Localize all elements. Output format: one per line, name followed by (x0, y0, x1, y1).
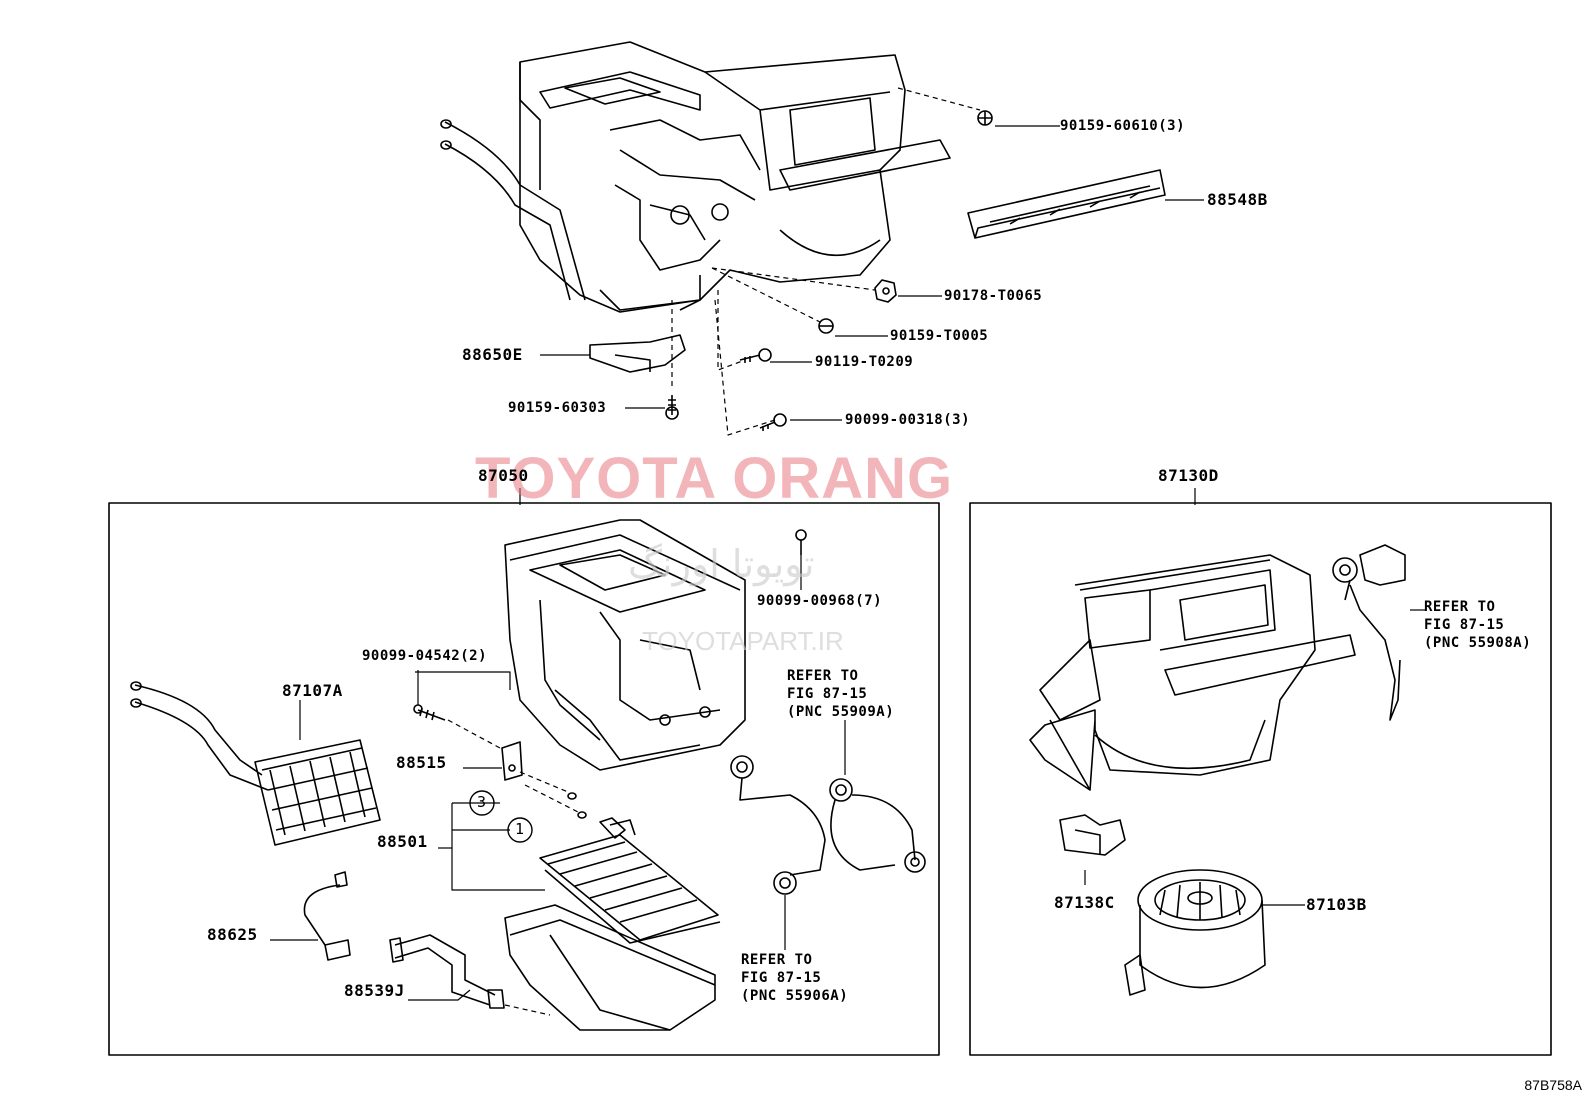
part-label-88625[interactable]: 88625 (207, 925, 258, 944)
part-label-88501[interactable]: 88501 (377, 832, 428, 851)
reference-55908A[interactable]: REFER TO FIG 87-15 (PNC 55908A) (1424, 599, 1532, 651)
part-label-90159-T0005[interactable]: 90159-T0005 (890, 328, 989, 344)
screw-90099-00968 (795, 529, 807, 590)
figure-id: 87B758A (1524, 1077, 1582, 1093)
part-label-90099-04542[interactable]: 90099-04542(2) (362, 648, 488, 664)
watermark-brand-fa: تویوتا اورنگ (628, 542, 815, 586)
drain-hose-88539J (389, 934, 505, 1009)
reference-55906A[interactable]: REFER TO FIG 87-15 (PNC 55906A) (741, 952, 849, 1004)
wiring-harness (730, 720, 926, 950)
evaporator-88501 (539, 817, 721, 944)
heater-case-87050 (504, 519, 746, 771)
frame-87130D (969, 502, 1552, 1056)
heater-core-87107A (130, 681, 381, 846)
expansion-valve-88515 (501, 741, 523, 781)
part-label-88650E[interactable]: 88650E (462, 345, 523, 364)
lower-case (504, 904, 716, 1031)
part-label-90178-T0065[interactable]: 90178-T0065 (944, 288, 1043, 304)
part-label-88548B[interactable]: 88548B (1207, 190, 1268, 209)
bolt-90099-00318 (759, 413, 787, 431)
watermark-brand: TOYOTA ORANG (475, 446, 954, 511)
resistor-87138C (1059, 814, 1126, 885)
callout-number-1: 1 (515, 820, 525, 838)
leader-lines-left (270, 671, 545, 1001)
part-label-87130D[interactable]: 87130D (1158, 466, 1219, 485)
part-label-87103B[interactable]: 87103B (1306, 895, 1367, 914)
part-label-90099-00968[interactable]: 90099-00968(7) (757, 593, 883, 609)
blower-motor-87103B (1124, 869, 1305, 996)
part-label-88515[interactable]: 88515 (396, 753, 447, 772)
sensor-88625 (303, 871, 351, 961)
screw-90159-60610 (977, 110, 993, 126)
bolt-90119-T0209 (739, 348, 772, 363)
part-label-90099-00318[interactable]: 90099-00318(3) (845, 412, 971, 428)
bolt-90099-04542 (413, 670, 446, 721)
part-label-90159-60303[interactable]: 90159-60303 (508, 400, 607, 416)
bracket-88650E (589, 334, 686, 373)
nut-90178-T0065 (874, 279, 897, 303)
leader-lines-top (519, 125, 1204, 505)
o-rings (567, 792, 587, 819)
reference-55909A[interactable]: REFER TO FIG 87-15 (PNC 55909A) (787, 668, 895, 720)
screw-90159-60303 (665, 395, 679, 420)
heater-assembly-top (440, 41, 951, 313)
watermark-url: TOYOTAPART.IR (642, 626, 844, 656)
part-label-88539J[interactable]: 88539J (344, 981, 405, 1000)
part-label-90159-60610[interactable]: 90159-60610(3) (1060, 118, 1186, 134)
part-label-87107A[interactable]: 87107A (282, 681, 343, 700)
callout-circle-3 (469, 790, 495, 816)
actuator-harness-55908A (1332, 544, 1425, 721)
callout-circle-1 (507, 817, 533, 843)
guide-lines-left (447, 719, 579, 1016)
screw-90159-T0005 (818, 318, 834, 334)
part-label-87050[interactable]: 87050 (478, 466, 529, 485)
air-filter-88548B (967, 169, 1166, 239)
callout-number-3: 3 (477, 793, 487, 811)
part-label-87138C[interactable]: 87138C (1054, 893, 1115, 912)
guide-lines-top (671, 87, 981, 436)
part-label-90119-T0209[interactable]: 90119-T0209 (815, 354, 914, 370)
frame-87050 (108, 502, 940, 1056)
blower-unit-87130D (1029, 554, 1356, 791)
